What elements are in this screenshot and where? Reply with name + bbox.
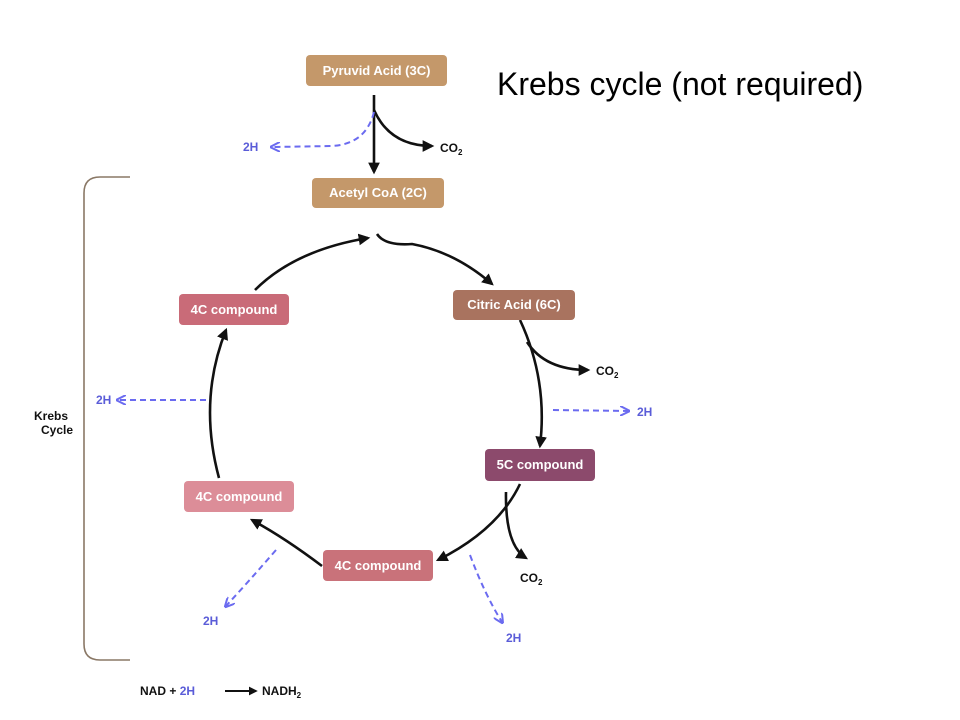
co2-label-5c: CO2 xyxy=(520,571,543,587)
5c-to-4c-arrow xyxy=(435,483,522,562)
citric-acid-label: Citric Acid (6C) xyxy=(467,297,560,312)
pyruvic-acid-label: Pyruvid Acid (3C) xyxy=(323,63,431,78)
co2-label-citric: CO2 xyxy=(596,364,619,380)
5c-2h-arrow xyxy=(469,554,502,622)
co2-label-pyruvic: CO2 xyxy=(440,141,463,157)
pyruvic-2h-arrow xyxy=(272,111,375,147)
citric-acid-box: Citric Acid (6C) xyxy=(453,290,575,320)
2h-label-bottom-right: 2H xyxy=(506,631,521,645)
4c-bottom-2h-arrow xyxy=(226,549,277,606)
krebs-label-line2: Cycle xyxy=(41,423,73,437)
4c-compound-box-lower-left: 4C compound xyxy=(184,481,294,512)
acetyl-coa-box: Acetyl CoA (2C) xyxy=(312,178,444,208)
slide-title: Krebs cycle (not required) xyxy=(497,66,864,102)
5c-compound-box: 5C compound xyxy=(485,449,595,481)
5c-co2-arrow xyxy=(504,491,528,560)
pyruvic-co2-arrow xyxy=(372,109,435,152)
citric-2h-arrow xyxy=(552,410,628,411)
citric-co2-arrow xyxy=(525,341,591,376)
4c-compound-label-bottom: 4C compound xyxy=(335,558,422,573)
4c-to-4c-arrow-left xyxy=(208,327,228,479)
4c-compound-label-upper-left: 4C compound xyxy=(191,302,278,317)
equation-text: NAD + 2H xyxy=(140,684,195,698)
pyruvic-acid-box: Pyruvid Acid (3C) xyxy=(306,55,447,86)
4c-to-4c-arrow-bottom xyxy=(249,518,323,568)
krebs-label-line1: Krebs xyxy=(34,409,68,423)
nad-equation: NAD + 2H NADH2 xyxy=(140,684,302,700)
acetyl-to-citric-arrow xyxy=(375,233,494,286)
2h-label-left: 2H xyxy=(96,393,111,407)
krebs-cycle-bracket xyxy=(83,176,130,661)
equation-product: NADH2 xyxy=(262,684,302,700)
4c-compound-label-lower-left: 4C compound xyxy=(196,489,283,504)
citric-to-5c-arrow xyxy=(518,319,547,449)
5c-compound-label: 5C compound xyxy=(497,457,584,472)
2h-label-bottom-left: 2H xyxy=(203,614,218,628)
4c-compound-box-bottom: 4C compound xyxy=(323,550,433,581)
2h-label-pyruvic: 2H xyxy=(243,140,258,154)
4c-compound-box-upper-left: 4C compound xyxy=(179,294,289,325)
acetyl-coa-label: Acetyl CoA (2C) xyxy=(329,185,427,200)
4c-to-acetyl-arrow xyxy=(254,233,371,291)
2h-label-citric: 2H xyxy=(637,405,652,419)
